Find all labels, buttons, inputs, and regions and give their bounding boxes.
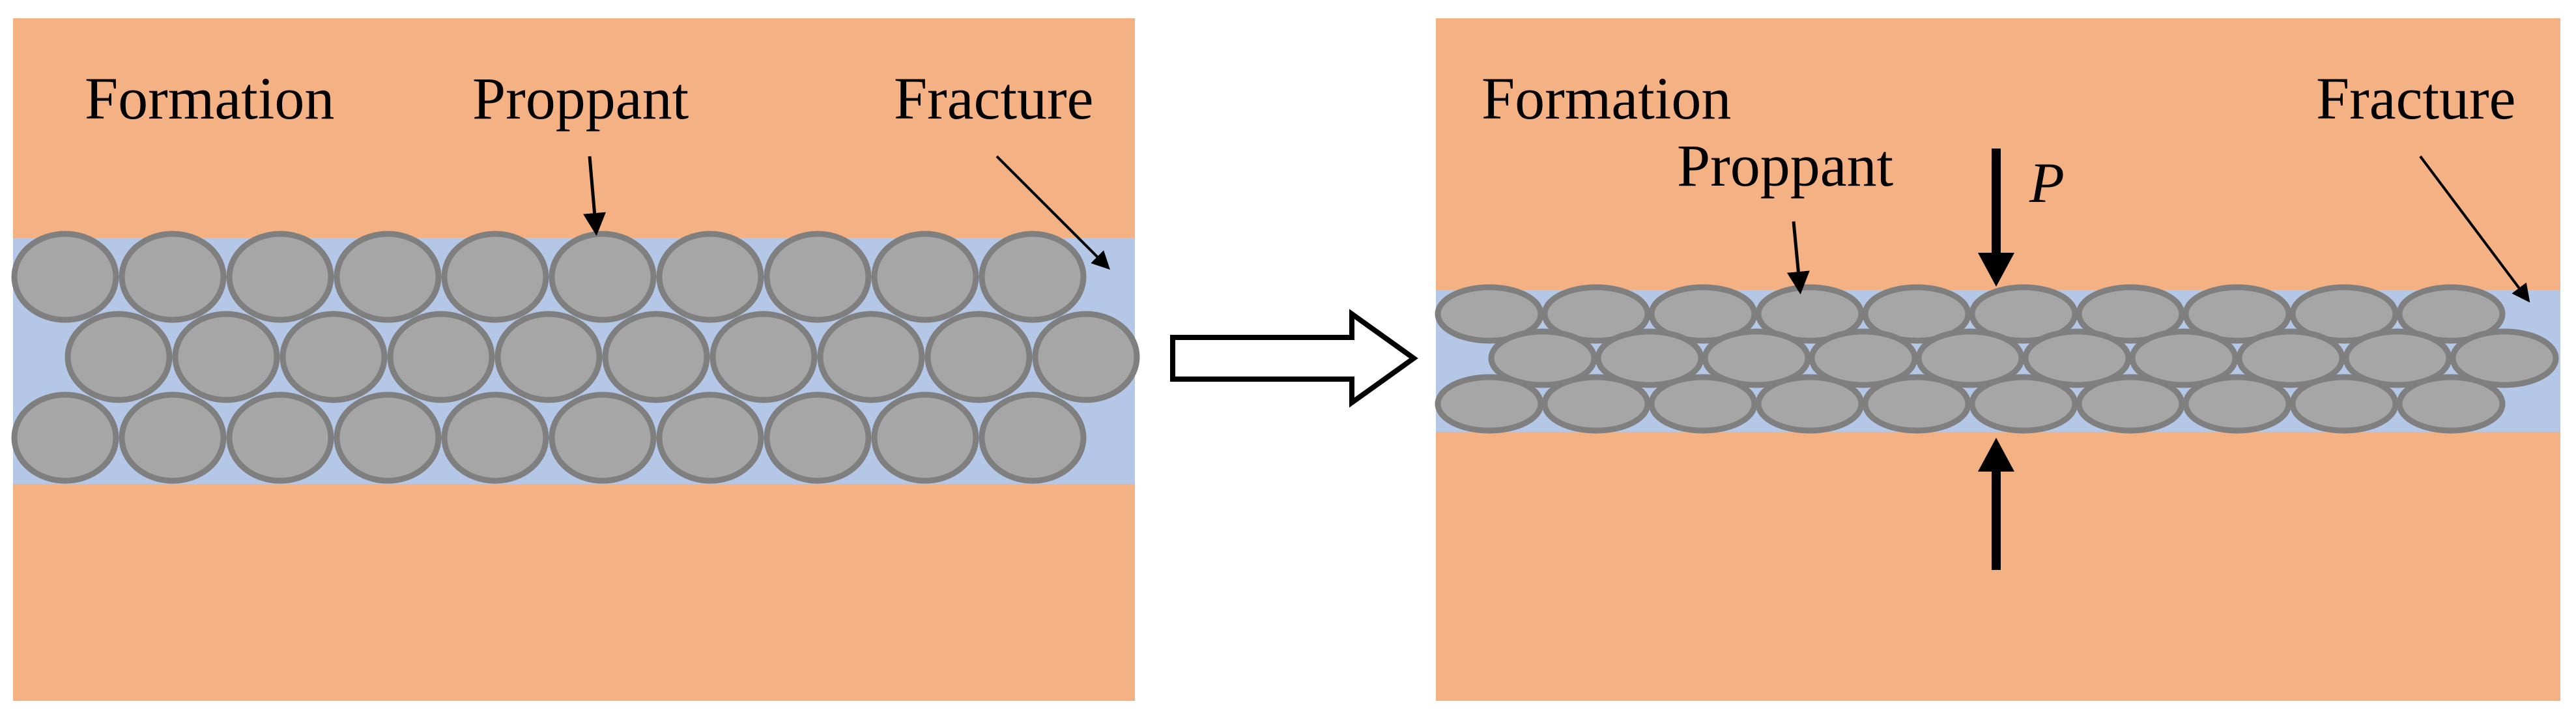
left-proppant-particle (924, 311, 1033, 403)
left-proppant-particle (11, 231, 119, 323)
pressure-label: P (2029, 152, 2065, 215)
left-proppant-particle (172, 311, 280, 403)
right-proppant-particle (1969, 374, 2078, 434)
right-panel: Formation Proppant Fracture P (1435, 18, 2560, 701)
left-proppant-particle (279, 311, 388, 403)
left-proppant-particle (119, 391, 227, 484)
right-fracture-label: Fracture (2316, 65, 2516, 132)
left-proppant-particle (817, 311, 925, 403)
right-proppant-particle (2289, 374, 2399, 434)
right-proppant-particle (1435, 284, 1544, 344)
right-proppant-particle (2182, 284, 2292, 344)
left-proppant-particle (549, 231, 657, 323)
right-proppant-particle (1648, 284, 1758, 344)
left-proppant-particle (602, 311, 710, 403)
right-proppant-particle (1969, 284, 2078, 344)
right-proppant-particle (2236, 328, 2345, 388)
left-formation-label: Formation (85, 65, 334, 132)
left-proppant-particle (334, 391, 442, 484)
left-proppant-particle (979, 391, 1087, 484)
right-proppant-particle (1862, 284, 1971, 344)
left-proppant-label: Proppant (472, 65, 689, 132)
right-proppant-pack (1435, 284, 2559, 434)
right-proppant-particle (2022, 328, 2132, 388)
left-proppant-particle (119, 231, 227, 323)
right-proppant-particle (1595, 328, 1704, 388)
left-proppant-particle (871, 231, 979, 323)
pressure-top-arrow-icon (1978, 149, 2014, 287)
right-proppant-particle (1435, 374, 1544, 434)
right-proppant-particle (1809, 328, 1918, 388)
right-proppant-particle (2289, 284, 2399, 344)
right-proppant-particle (1755, 284, 1865, 344)
left-proppant-particle (1032, 311, 1140, 403)
left-proppant-particle (764, 231, 872, 323)
right-proppant-particle (1488, 328, 1597, 388)
right-proppant-particle (2182, 374, 2292, 434)
right-proppant-particle (1541, 374, 1651, 434)
right-proppant-pointer (1786, 221, 1810, 294)
left-proppant-particle (871, 391, 979, 484)
right-proppant-particle (2396, 284, 2506, 344)
left-proppant-particle (226, 231, 334, 323)
right-proppant-particle (1541, 284, 1651, 344)
right-fracture-pointer (2419, 155, 2530, 303)
left-proppant-particle (709, 311, 818, 403)
right-proppant-particle (1702, 328, 1811, 388)
left-proppant-particle (656, 391, 764, 484)
left-proppant-particle (334, 231, 442, 323)
right-proppant-particle (1755, 374, 1865, 434)
hollow-right-arrow-icon (1170, 309, 1418, 408)
left-proppant-particle (226, 391, 334, 484)
right-proppant-particle (2396, 374, 2506, 434)
right-proppant-particle (1862, 374, 1971, 434)
left-fracture-pointer (995, 155, 1110, 270)
right-proppant-particle (2076, 284, 2185, 344)
right-proppant-particle (2129, 328, 2239, 388)
right-proppant-particle (1648, 374, 1758, 434)
left-proppant-particle (494, 311, 603, 403)
left-proppant-particle (979, 231, 1087, 323)
right-proppant-particle (2450, 328, 2559, 388)
left-proppant-particle (656, 231, 764, 323)
left-proppant-particle (441, 391, 549, 484)
left-proppant-particle (549, 391, 657, 484)
left-proppant-pack (11, 231, 1140, 484)
left-proppant-particle (764, 391, 872, 484)
left-proppant-pointer (583, 156, 607, 236)
right-formation-label: Formation (1481, 65, 1731, 132)
left-fracture-label: Fracture (894, 65, 1094, 132)
pressure-bottom-arrow-icon (1978, 438, 2014, 570)
left-proppant-particle (64, 311, 173, 403)
right-proppant-particle (2343, 328, 2452, 388)
left-panel: Formation Proppant Fracture (11, 18, 1140, 701)
right-proppant-particle (1915, 328, 2025, 388)
right-proppant-label: Proppant (1677, 132, 1894, 199)
left-proppant-particle (387, 311, 495, 403)
left-proppant-particle (441, 231, 549, 323)
left-proppant-particle (11, 391, 119, 484)
right-proppant-particle (2076, 374, 2185, 434)
